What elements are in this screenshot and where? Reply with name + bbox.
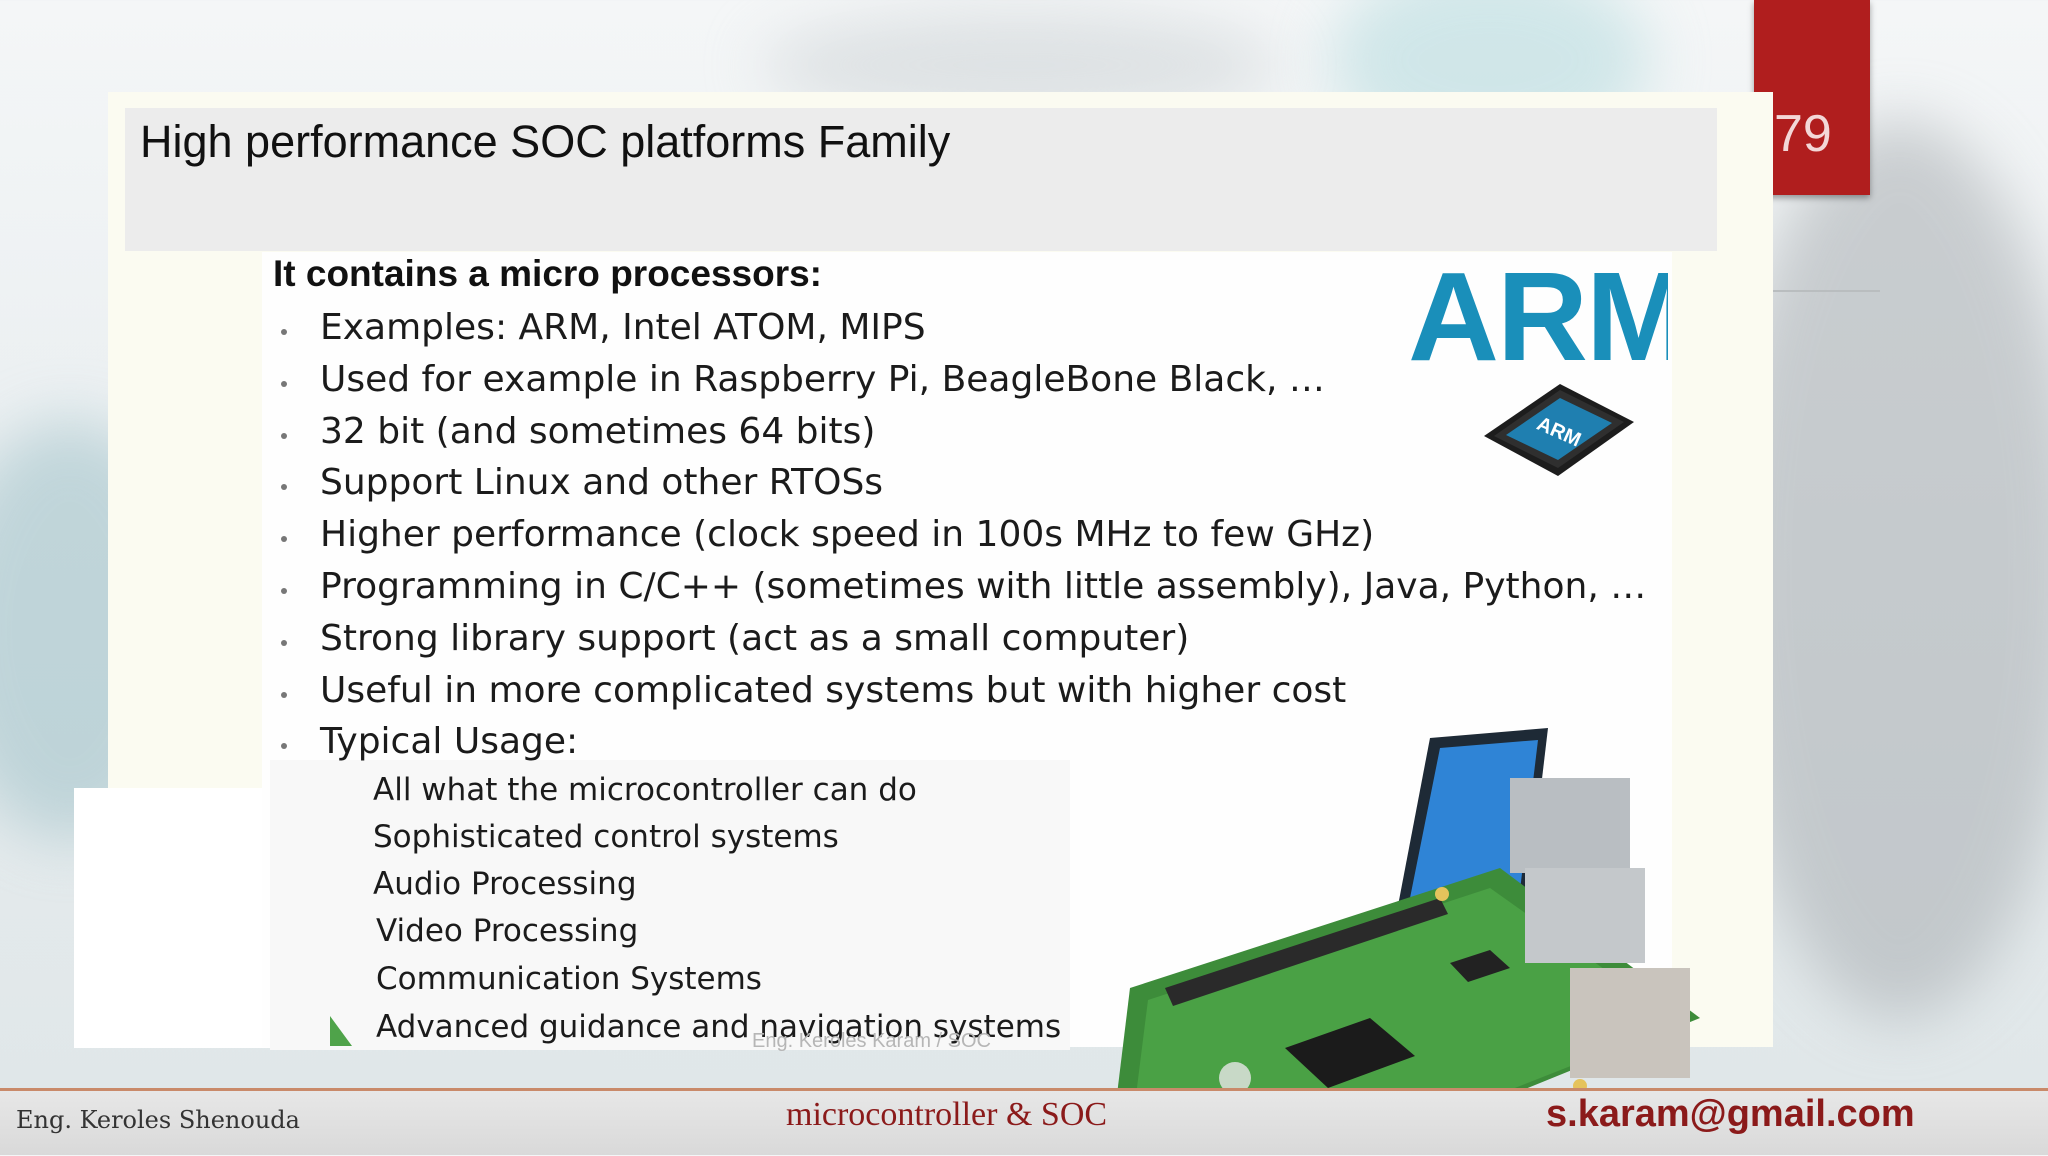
bullet-dot [281, 692, 287, 698]
bullet-text: Used for example in Raspberry Pi, Beagle… [320, 359, 1325, 400]
bullet-text: Support Linux and other RTOSs [320, 462, 884, 503]
arm-logo: ARM [1408, 258, 1668, 378]
page-number-tab [1754, 0, 1870, 195]
bullet-dot [281, 640, 287, 646]
raspberry-pi-board-icon [1110, 728, 1700, 1152]
arm-chip-illustration: ARM [1478, 376, 1638, 486]
bullet-dot [281, 484, 287, 490]
decorative-line [1770, 290, 1880, 292]
bullet-dot [281, 381, 287, 387]
footer-email: s.karam@gmail.com [1546, 1093, 1915, 1135]
bullet-text: Programming in C/C++ (sometimes with lit… [320, 566, 1647, 607]
bullet-dot [281, 329, 287, 335]
slide-title: High performance SOC platforms Family [140, 116, 951, 167]
bullet-text: 32 bit (and sometimes 64 bits) [320, 411, 876, 452]
bullet-dot [281, 433, 287, 439]
raspberry-pi-illustration [1070, 718, 1710, 1152]
arm-logo-text: ARM [1408, 258, 1668, 378]
content-lower-strip [270, 760, 1070, 1050]
title-band [125, 108, 1717, 251]
bullet-dot [281, 536, 287, 542]
watermark-text: Eng. Keroles Karam / SOC [752, 1030, 991, 1052]
bullet-text: Examples: ARM, Intel ATOM, MIPS [320, 307, 926, 348]
slide-left-panel [74, 788, 274, 1048]
sub-bullet-text: Video Processing [376, 913, 639, 949]
bullet-dot [281, 743, 287, 749]
sub-bullet-text: All what the microcontroller can do [373, 772, 917, 808]
footer-bar [0, 1088, 2048, 1155]
section-heading: It contains a micro processors: [273, 253, 823, 294]
sub-bullet-text: Advanced guidance and navigation systems [376, 1009, 1062, 1045]
sub-bullet-text: Communication Systems [376, 961, 762, 997]
bullet-text: Strong library support (act as a small c… [320, 618, 1190, 659]
footer-author: Eng. Keroles Shenouda [16, 1106, 300, 1134]
sub-bullet-text: Audio Processing [373, 866, 637, 902]
chip-icon: ARM [1484, 384, 1634, 476]
sub-bullet-text: Sophisticated control systems [373, 819, 839, 855]
page-number: 79 [1774, 105, 1832, 163]
bullet-text: Typical Usage: [320, 721, 579, 762]
background-blur-right [1720, 120, 2048, 1020]
bullet-dot [281, 588, 287, 594]
footer-course-title: microcontroller & SOC [786, 1096, 1108, 1133]
bullet-text: Higher performance (clock speed in 100s … [320, 514, 1375, 555]
bullet-text: Useful in more complicated systems but w… [320, 670, 1347, 711]
